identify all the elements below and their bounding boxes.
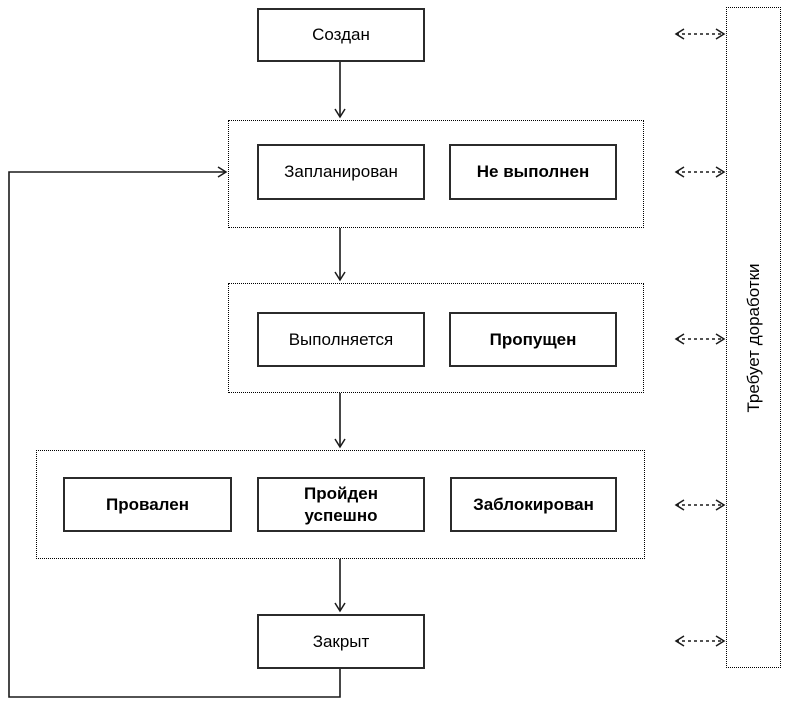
state-blocked: Заблокирован xyxy=(450,477,617,532)
state-closed: Закрыт xyxy=(257,614,425,669)
state-not-executed: Не выполнен xyxy=(449,144,617,200)
state-executing: Выполняется xyxy=(257,312,425,367)
state-skipped: Пропущен xyxy=(449,312,617,367)
state-created: Создан xyxy=(257,8,425,62)
needs-rework-label: Требует доработки xyxy=(743,262,763,413)
state-passed: Пройден успешно xyxy=(257,477,425,532)
state-failed: Провален xyxy=(63,477,232,532)
needs-rework-panel: Требует доработки xyxy=(726,7,781,668)
state-planned: Запланирован xyxy=(257,144,425,200)
